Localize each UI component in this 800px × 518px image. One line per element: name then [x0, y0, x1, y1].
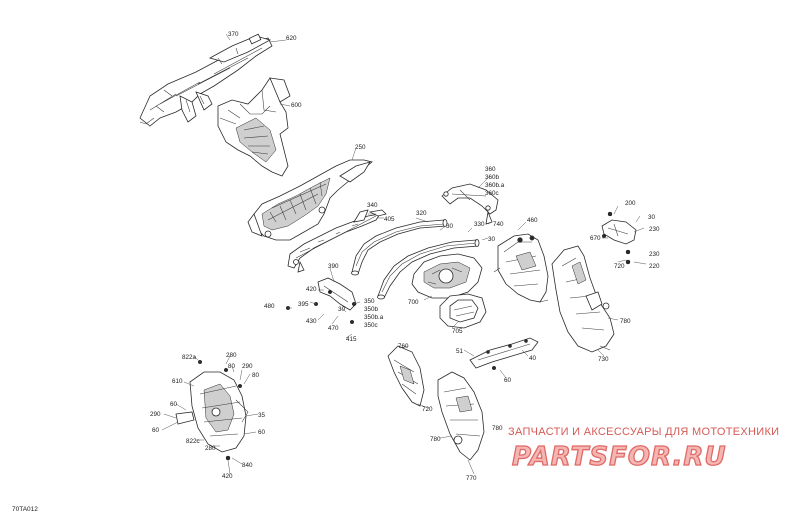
part-360-bracket	[441, 183, 499, 225]
callout-200: 200	[625, 200, 636, 207]
callout-labels: 370 620 600 250 340 405 320 30 330 30 36…	[150, 31, 660, 482]
diagram-reference-code: 70TA012	[12, 506, 38, 513]
callout-822c: 822c	[186, 438, 200, 445]
callout-670: 670	[590, 235, 601, 242]
callout-840: 840	[242, 462, 253, 469]
callout-760: 760	[398, 343, 409, 350]
part-250-dash-support	[247, 159, 373, 241]
callout-600: 600	[291, 102, 302, 109]
part-40-bar	[469, 337, 539, 371]
callout-290-a: 290	[242, 363, 253, 370]
callout-460: 460	[527, 217, 538, 224]
part-770-lower-panel	[437, 371, 485, 461]
callout-60-b: 60	[170, 401, 178, 408]
callout-415: 415	[346, 336, 357, 343]
callout-230-b: 230	[649, 251, 660, 258]
callout-60-a: 60	[504, 377, 512, 384]
callout-30-b: 30	[488, 236, 496, 243]
callout-360c: 360c	[485, 190, 499, 197]
callout-30-a: 30	[446, 223, 454, 230]
callout-60-d: 60	[258, 429, 266, 436]
callout-700: 700	[408, 299, 419, 306]
callout-60-c: 60	[152, 427, 160, 434]
callout-30-d: 30	[338, 306, 346, 313]
callout-35: 35	[258, 412, 266, 419]
callout-780-c: 780	[492, 425, 503, 432]
part-330-tube	[377, 239, 480, 300]
callout-340: 340	[367, 202, 378, 209]
callout-770: 770	[466, 475, 477, 482]
watermark-subtitle: ЗАПЧАСТИ И АКСЕССУАРЫ ДЛЯ МОТОТЕХНИКИ	[508, 426, 779, 438]
callout-395: 395	[298, 301, 309, 308]
callout-290-b: 290	[150, 411, 161, 418]
part-700-gauge-cluster	[411, 253, 483, 299]
watermark: ЗАПЧАСТИ И АКСЕССУАРЫ ДЛЯ МОТОТЕХНИКИ PA…	[508, 426, 779, 473]
callout-220: 220	[649, 263, 660, 270]
part-620-frame	[139, 33, 273, 127]
part-340-support-arm	[287, 209, 387, 273]
part-740-cluster-housing	[493, 233, 549, 303]
callout-280-b: 280	[205, 445, 216, 452]
callout-780-a: 780	[620, 318, 631, 325]
callout-480: 480	[264, 303, 275, 310]
leader-lines	[161, 33, 647, 475]
part-600-upper-panel	[217, 77, 291, 177]
part-705-bezel	[439, 293, 487, 329]
callout-610: 610	[172, 378, 183, 385]
watermark-logo: PARTSFOR.RU	[512, 442, 726, 472]
callout-720-b: 720	[422, 406, 433, 413]
callout-230-a: 230	[649, 226, 660, 233]
callout-420-a: 420	[306, 286, 317, 293]
callout-360: 360	[485, 166, 496, 173]
callout-350b-a: 350b.a	[364, 314, 384, 321]
callout-320: 320	[416, 210, 427, 217]
part-760-lower-panel	[387, 345, 425, 407]
callout-620: 620	[286, 35, 297, 42]
callout-405: 405	[384, 216, 395, 223]
part-200-bracket	[601, 211, 637, 265]
callout-350: 350	[364, 298, 375, 305]
callout-360b: 360b	[485, 174, 500, 181]
callout-51: 51	[456, 348, 464, 355]
callout-420-b: 420	[222, 473, 233, 480]
callout-822a: 822a	[182, 354, 197, 361]
callout-740: 740	[493, 221, 504, 228]
callout-720-a: 720	[614, 263, 625, 270]
callout-30-c: 30	[648, 214, 656, 221]
part-730-side-panel	[551, 245, 615, 353]
callout-470: 470	[328, 325, 339, 332]
callout-350c: 350c	[364, 322, 378, 329]
callout-780-b: 780	[430, 436, 441, 443]
callout-370: 370	[228, 31, 239, 38]
callout-80-a: 80	[228, 363, 236, 370]
callout-330: 330	[474, 221, 485, 228]
callout-280-a: 280	[226, 352, 237, 359]
callout-250: 250	[355, 144, 366, 151]
part-610-lower-assembly	[175, 360, 249, 461]
callout-350b: 350b	[364, 306, 379, 313]
callout-360b-a: 360b.a	[485, 182, 505, 189]
callout-40: 40	[529, 355, 537, 362]
callout-430: 430	[306, 318, 317, 325]
callout-730: 730	[598, 356, 609, 363]
callout-80-b: 80	[252, 372, 260, 379]
callout-390: 390	[328, 263, 339, 270]
callout-705: 705	[452, 328, 463, 335]
